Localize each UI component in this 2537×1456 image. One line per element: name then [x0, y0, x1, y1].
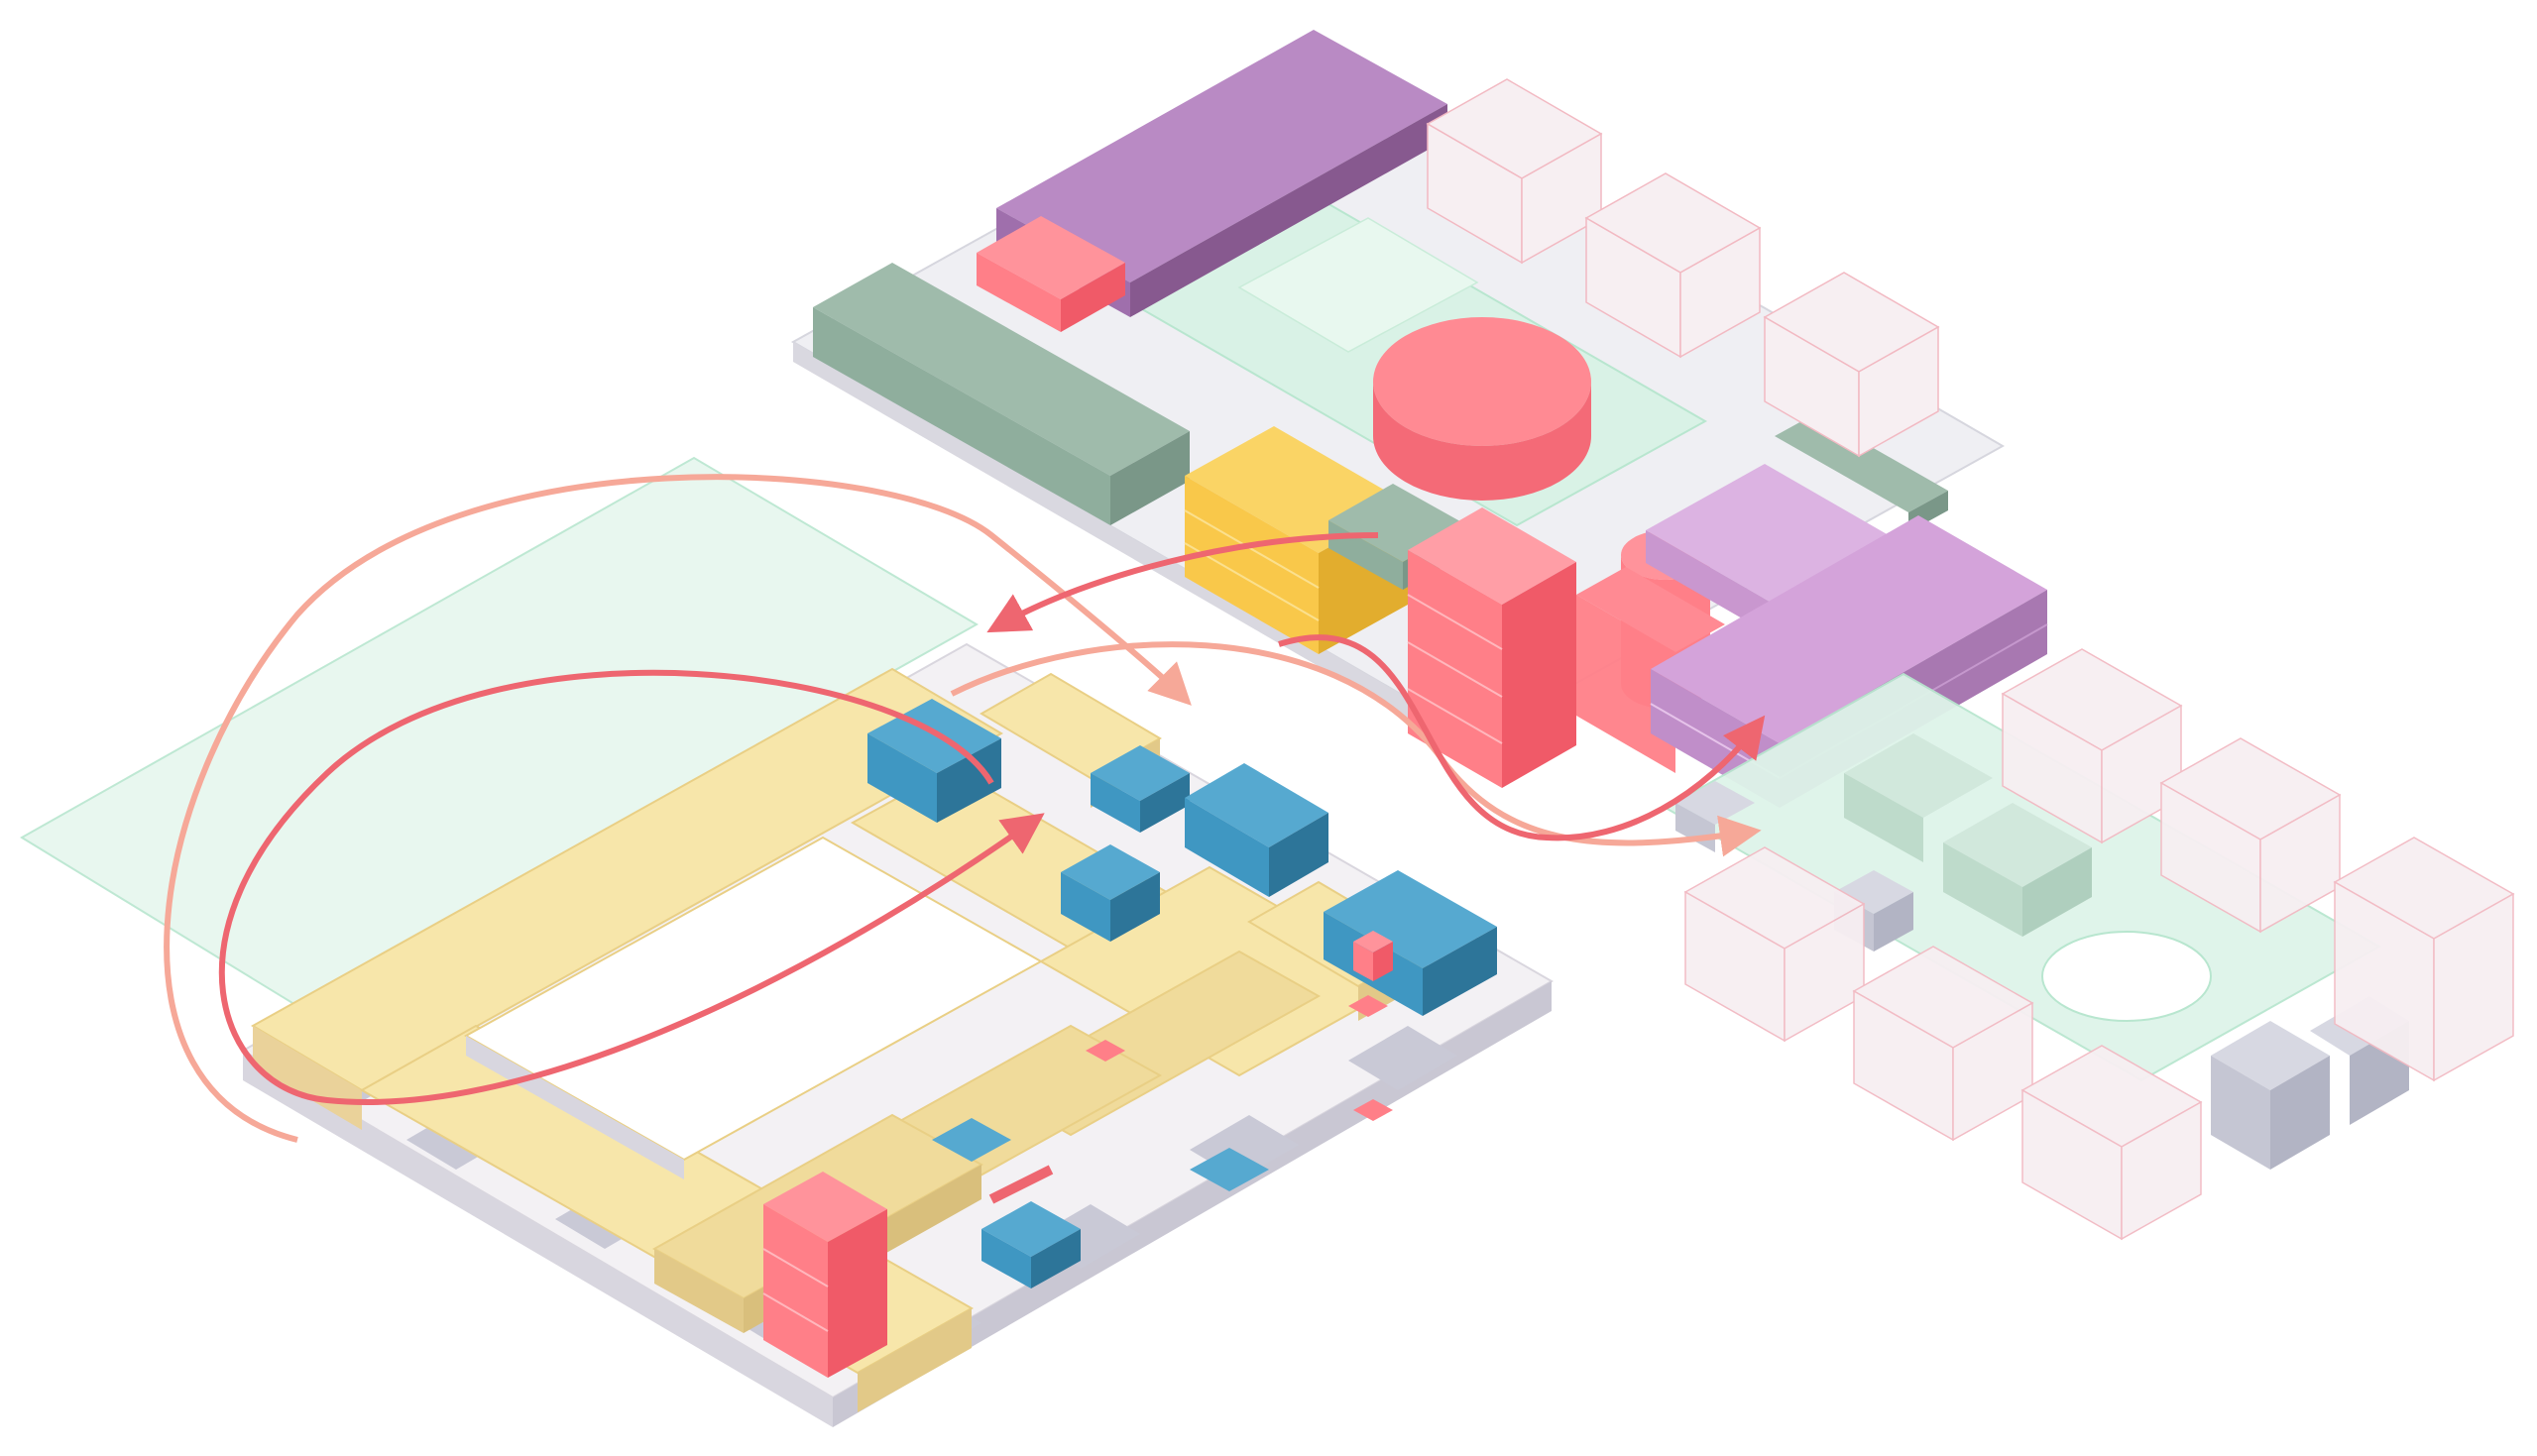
- circulation-arrows: [164, 474, 1766, 1204]
- ghost-buildings-north: [1426, 78, 1940, 458]
- arrow-loop-outer: [164, 474, 1192, 1143]
- arrow-north-loop: [1278, 634, 1766, 841]
- arrow-courtyard-to-east: [950, 641, 1762, 857]
- arrow-loop-inner: [218, 669, 1045, 1106]
- plaza-green-large: [20, 456, 980, 1008]
- arrow-red-link: [988, 1165, 1054, 1204]
- red-accent-volumes-left: [762, 931, 1393, 1378]
- arrow-to-courtyard: [986, 532, 1379, 633]
- ghost-buildings-east: [1683, 648, 2515, 1241]
- north-campus-block: [790, 30, 2048, 808]
